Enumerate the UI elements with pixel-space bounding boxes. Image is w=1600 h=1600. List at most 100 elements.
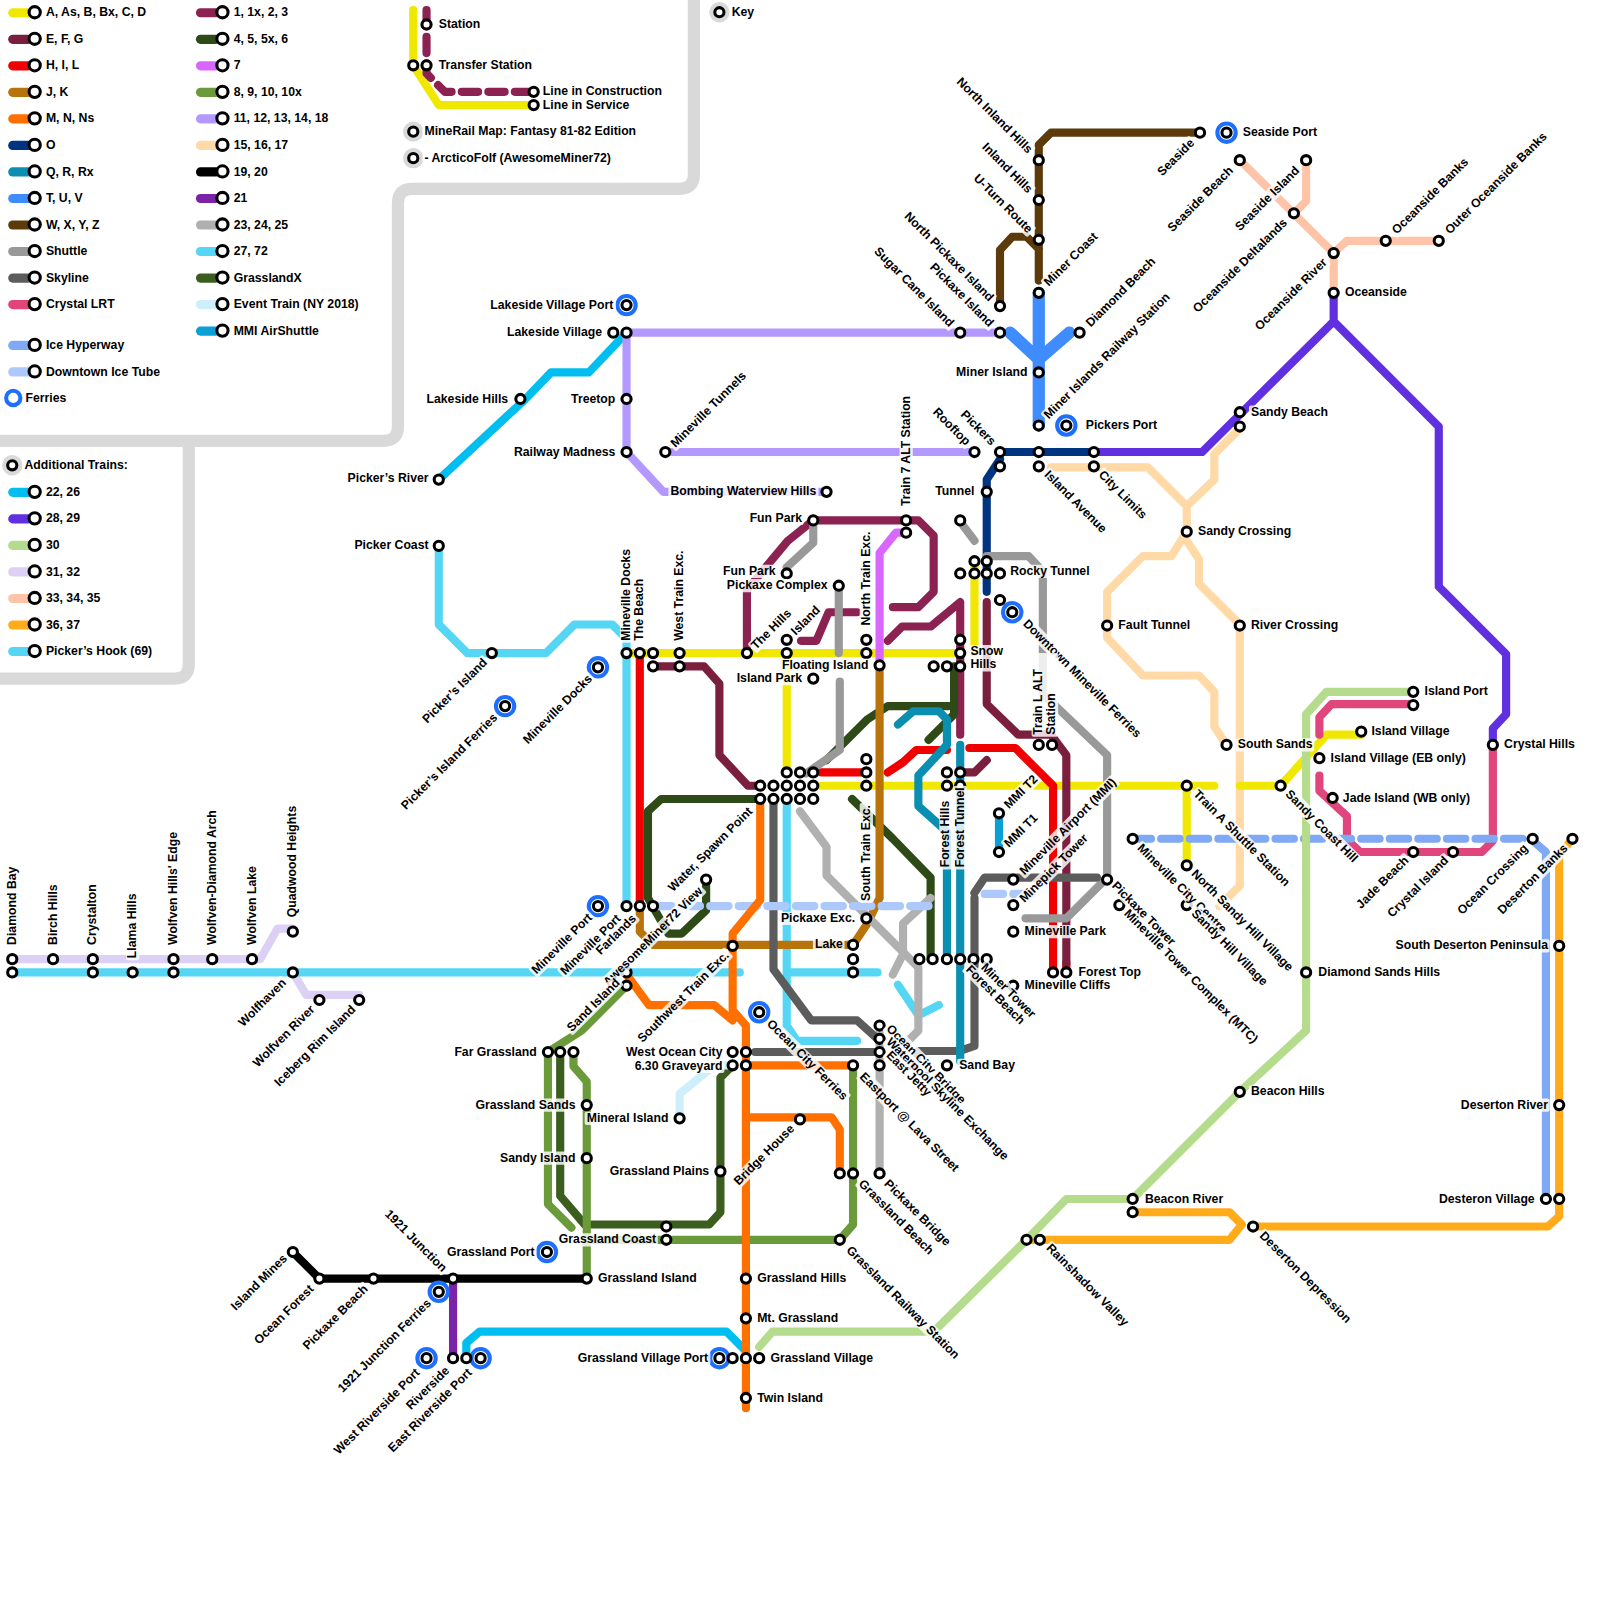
station-name: Llama Hills xyxy=(126,891,139,960)
station-dot xyxy=(942,1061,951,1070)
station-dot xyxy=(769,794,778,803)
station-dot xyxy=(635,648,644,657)
station-name: Wolfven Hills' Edge xyxy=(167,830,180,947)
legend-text: 31, 32 xyxy=(46,564,80,578)
station-ring xyxy=(215,32,229,46)
station-ring xyxy=(215,111,229,125)
legend-text: Picker’s Hook (69) xyxy=(46,644,152,658)
station-dot xyxy=(556,1047,565,1056)
station-dot xyxy=(1034,195,1043,204)
station-dot xyxy=(915,955,924,964)
station-dot xyxy=(422,1354,431,1363)
station-dot xyxy=(88,968,97,977)
station-name: Oceanside River xyxy=(1251,254,1331,334)
legend-text: H, I, L xyxy=(46,58,79,72)
ferry-icon xyxy=(589,658,607,676)
station-dot xyxy=(593,902,602,911)
station-ring xyxy=(215,244,229,258)
station-dot xyxy=(1047,740,1056,749)
station-name: Mineral Island xyxy=(585,1112,671,1125)
station-name: Deserton Depression xyxy=(1256,1228,1355,1327)
station-dot xyxy=(662,1235,671,1244)
station-dot xyxy=(809,781,818,790)
station-ring xyxy=(28,511,42,525)
legend-item: Shuttle xyxy=(8,243,87,259)
station-dot xyxy=(995,462,1004,471)
station-name: River Crossing xyxy=(1249,619,1340,632)
station-dot xyxy=(1235,408,1244,417)
station-dot xyxy=(8,968,17,977)
station-name: North Train Exc. xyxy=(860,530,873,628)
station-dot xyxy=(995,328,1004,337)
legend-text: Ice Hyperway xyxy=(46,338,124,352)
station-dot xyxy=(1329,288,1338,297)
legend-text: 23, 24, 25 xyxy=(234,217,288,231)
station-dot xyxy=(702,875,711,884)
station-name: Ocean City Ferries xyxy=(763,1016,852,1105)
ferry-icon xyxy=(710,1349,728,1367)
station-ring xyxy=(215,217,229,231)
station-dot xyxy=(1075,328,1084,337)
station-name: Southwest Train Exc. xyxy=(634,947,733,1046)
station-dot xyxy=(862,768,871,777)
station-dot xyxy=(756,781,765,790)
station-dot xyxy=(1035,1235,1044,1244)
map-title: MineRail Map: Fantasy 81-82 Edition xyxy=(422,125,638,138)
station-dot xyxy=(1409,847,1418,856)
station-dot xyxy=(875,1061,884,1070)
route-line xyxy=(653,602,1066,964)
station-dot xyxy=(982,487,991,496)
station-ring xyxy=(28,617,42,631)
station-ring xyxy=(215,58,229,72)
station-dot xyxy=(956,662,965,671)
legend-item: 28, 29 xyxy=(8,510,80,526)
legend-item: 1, 1x, 2, 3 xyxy=(196,4,288,20)
ferry-icon xyxy=(617,296,635,314)
station-dot xyxy=(635,902,644,911)
station-dot xyxy=(942,781,951,790)
route-line xyxy=(449,1279,457,1359)
station-ring xyxy=(28,338,42,352)
route-line xyxy=(0,0,1572,1408)
station-dot xyxy=(1009,927,1018,936)
station-dot xyxy=(1128,834,1137,843)
legend-item: A, As, B, Bx, C, D xyxy=(8,4,146,20)
station-dot xyxy=(994,847,1003,856)
station-name: Mineville Cliffs xyxy=(1022,979,1112,992)
station-dot xyxy=(1448,847,1457,856)
station-dot xyxy=(956,955,965,964)
station-name: Jade Island (WB only) xyxy=(1341,791,1472,804)
station-name: Diamond Bay xyxy=(6,865,19,947)
station-dot xyxy=(741,1274,750,1283)
ferry-icon xyxy=(430,1283,448,1301)
legend-item: 15, 16, 17 xyxy=(196,137,288,153)
station-name: Crystalton xyxy=(86,882,99,947)
station-name: MMI T2 xyxy=(1000,771,1042,813)
station-dot xyxy=(582,1274,591,1283)
station-dot xyxy=(422,20,431,29)
station-dot xyxy=(1182,781,1191,790)
station-name: South Deserton Peninsula xyxy=(1394,939,1550,952)
station-name: Lakeside Village Port xyxy=(488,298,615,311)
station-dot xyxy=(741,1061,750,1070)
station-dot xyxy=(929,662,938,671)
station-name: Diamond Sands Hills xyxy=(1316,966,1442,979)
station-name: Snow Hills xyxy=(968,645,1013,672)
station-name: Mineville Docks xyxy=(620,547,633,643)
legend-item: 21 xyxy=(196,190,247,206)
station-ring xyxy=(28,58,42,72)
station-name: Forest Top xyxy=(1077,966,1143,979)
ferry-icon xyxy=(417,1349,435,1367)
station-name: Picker’s Island Ferries xyxy=(397,710,501,814)
station-name: Lakeside Village xyxy=(505,326,604,339)
legend-text: 19, 20 xyxy=(234,164,268,178)
station-dot xyxy=(1409,701,1418,710)
station-dot xyxy=(1235,1087,1244,1096)
station-dot xyxy=(728,1047,737,1056)
station-name: Seaside xyxy=(1154,135,1199,180)
station-dot xyxy=(1034,462,1043,471)
station-name: Sandy Island xyxy=(498,1152,578,1165)
legend-item: 7 xyxy=(196,57,241,73)
route-line xyxy=(627,333,1000,492)
legend-item: M, N, Ns xyxy=(8,110,94,126)
